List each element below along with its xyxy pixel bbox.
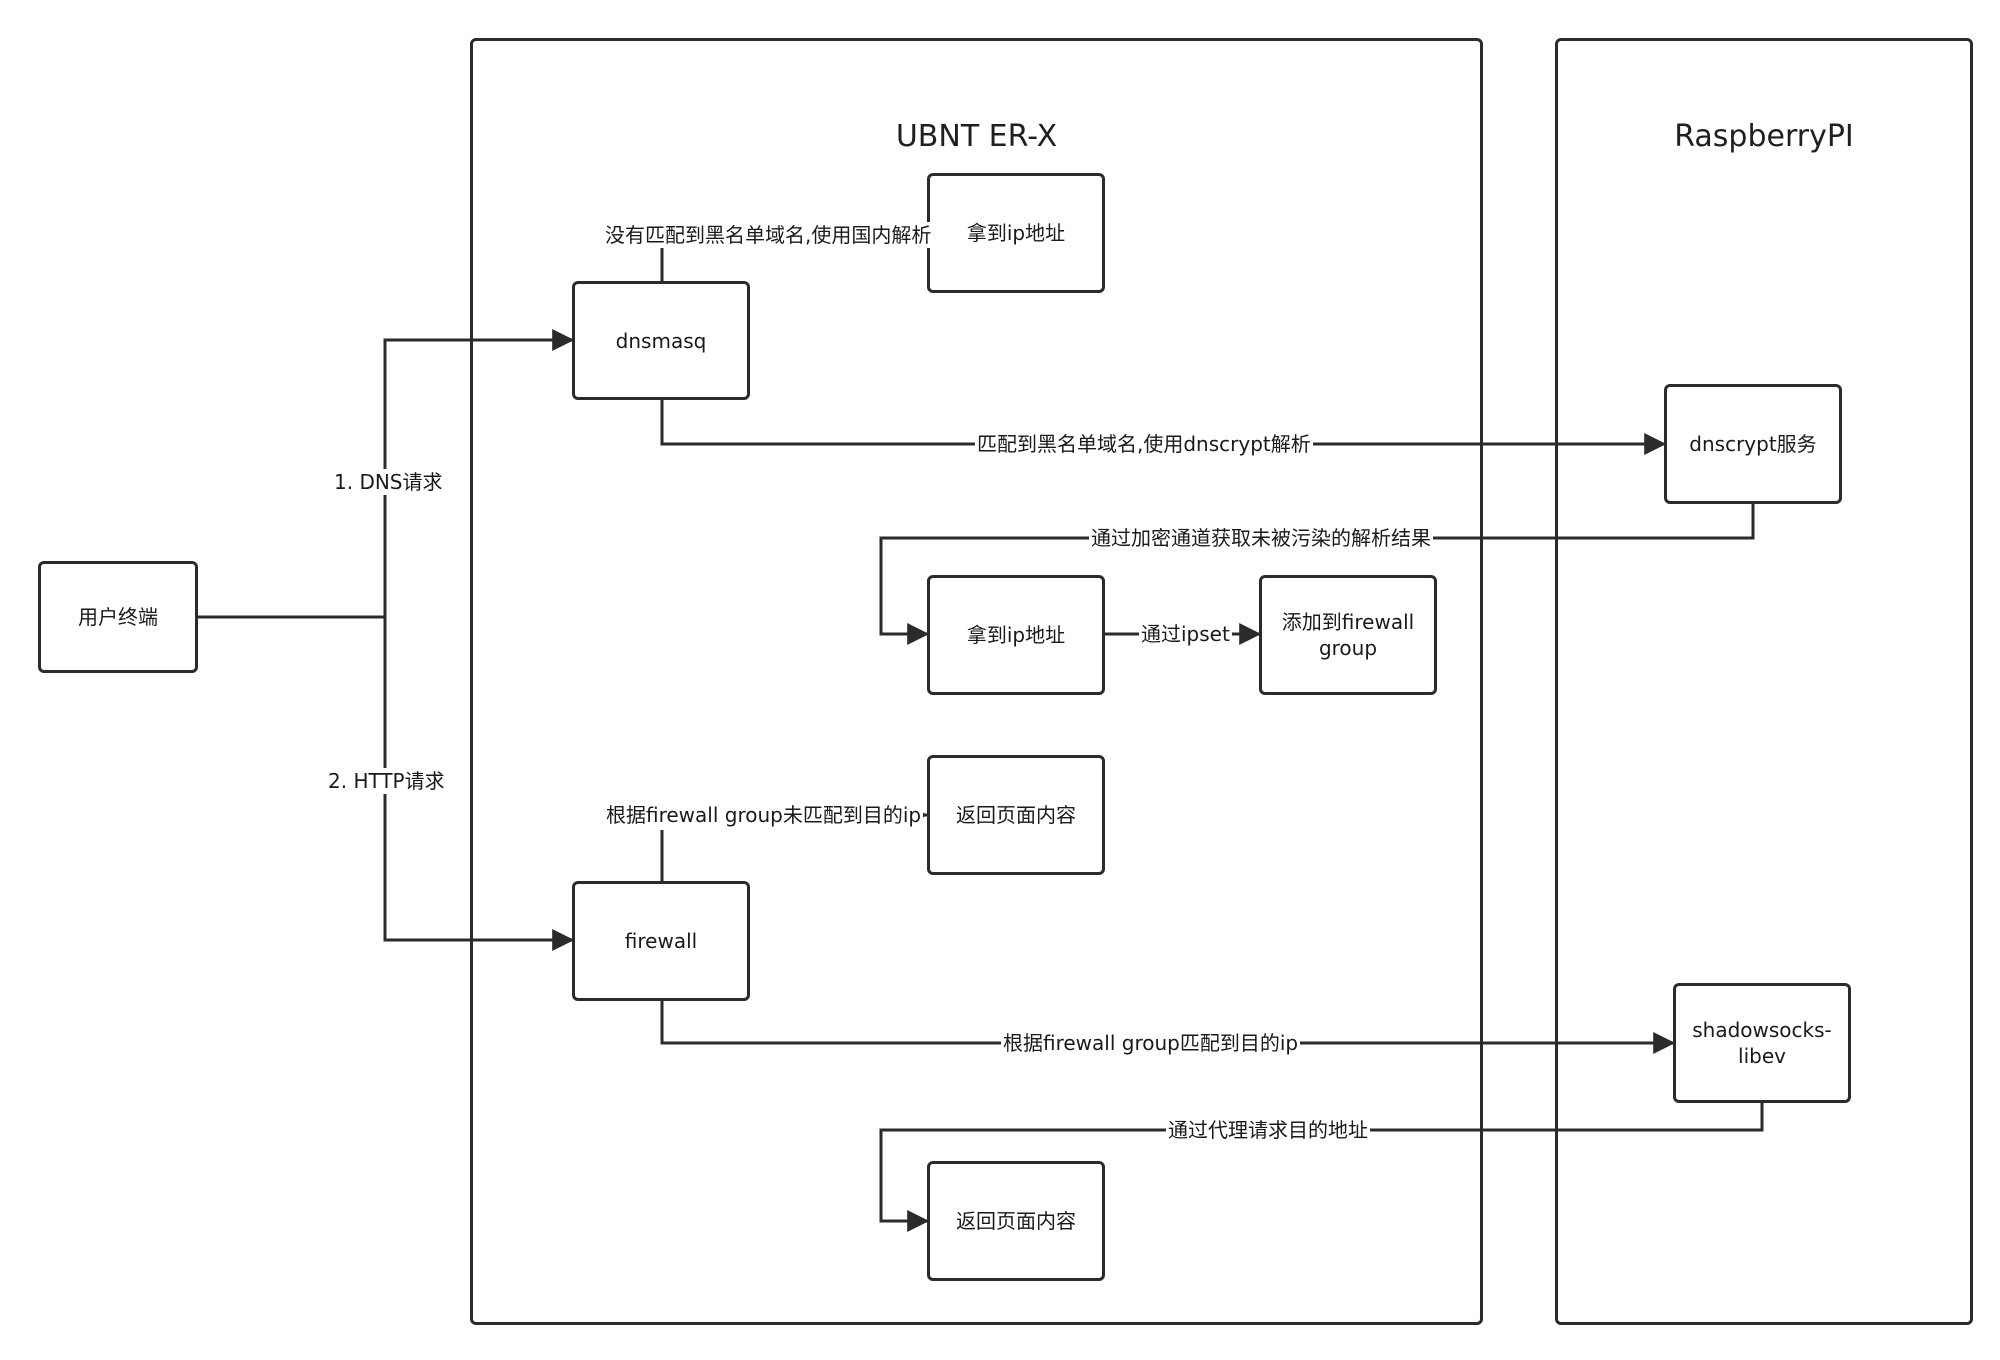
edge-dns-request — [383, 329, 575, 617]
node-return-page-direct[interactable]: 返回页面内容 — [927, 755, 1105, 875]
container-title-raspberry-pi: RaspberryPI — [1674, 119, 1854, 154]
edge-via-proxy — [879, 1102, 1764, 1232]
node-firewall[interactable]: firewall — [572, 881, 750, 1001]
node-dnsmasq[interactable]: dnsmasq — [572, 281, 750, 400]
edge-firewall-match — [660, 1000, 1676, 1054]
edge-label-firewall-no-match: 根据firewall group未匹配到目的ip — [604, 802, 924, 828]
edge-label-blacklist-match: 匹配到黑名单域名,使用dnscrypt解析 — [975, 431, 1313, 457]
edge-label-firewall-match: 根据firewall group匹配到目的ip — [1001, 1030, 1301, 1056]
node-shadowsocks-libev[interactable]: shadowsocks-libev — [1673, 983, 1851, 1103]
node-client[interactable]: 用户终端 — [38, 561, 198, 673]
node-get-ip-clean[interactable]: 拿到ip地址 — [927, 575, 1105, 695]
container-raspberry-pi: RaspberryPI — [1555, 38, 1973, 1325]
container-title-ubnt-er-x: UBNT ER-X — [895, 119, 1058, 154]
node-add-firewall-group[interactable]: 添加到firewall group — [1259, 575, 1437, 695]
edge-label-dns-request: 1. DNS请求 — [332, 469, 445, 495]
edge-http-request — [383, 617, 575, 951]
node-return-page-proxy[interactable]: 返回页面内容 — [927, 1161, 1105, 1281]
edge-label-encrypted-channel: 通过加密通道获取未被污染的解析结果 — [1089, 525, 1433, 551]
edge-label-no-blacklist-match: 没有匹配到黑名单域名,使用国内解析 — [603, 222, 934, 248]
edge-label-http-request: 2. HTTP请求 — [326, 768, 447, 794]
container-ubnt-er-x: UBNT ER-X — [470, 38, 1483, 1325]
edge-label-via-proxy: 通过代理请求目的地址 — [1166, 1117, 1370, 1143]
node-get-ip-domestic[interactable]: 拿到ip地址 — [927, 173, 1105, 293]
node-dnscrypt-service[interactable]: dnscrypt服务 — [1664, 384, 1842, 504]
edge-label-via-ipset: 通过ipset — [1139, 621, 1232, 647]
edge-blacklist-match — [660, 400, 1667, 455]
edge-encrypted-channel — [879, 503, 1755, 645]
